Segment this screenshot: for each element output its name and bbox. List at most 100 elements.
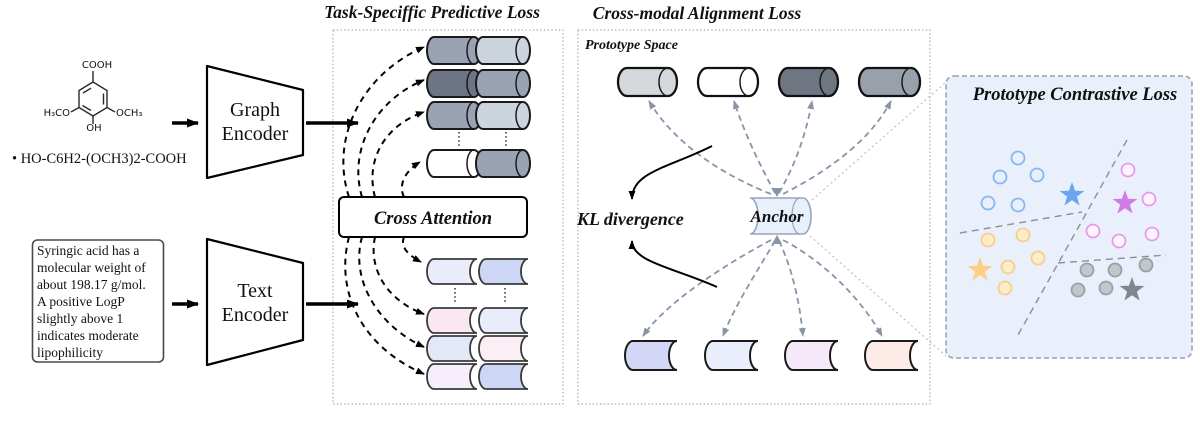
arrowhead-into-anchor-top xyxy=(772,188,782,197)
text-encoder: Text Encoder xyxy=(205,237,305,367)
callout-line-top xyxy=(811,81,947,201)
cylinder xyxy=(624,340,678,371)
orange-sample-circle xyxy=(1015,227,1031,243)
mol-label-och3: OCH₃ xyxy=(116,108,142,119)
graph-encoder: Graph Encoder xyxy=(205,64,305,180)
arrowhead-into-anchor-bottom xyxy=(772,235,782,244)
orange-sample-circle xyxy=(1030,250,1046,266)
cylinder xyxy=(426,149,482,178)
cylinder xyxy=(784,340,839,371)
graph-embedding-rows xyxy=(426,36,531,178)
text-encoder-label-line1: Text xyxy=(237,280,273,302)
pink-sample-circle xyxy=(1144,226,1160,242)
pink-prototype-star xyxy=(1112,190,1138,214)
cluster-divider-diagonal xyxy=(1017,139,1128,336)
prototype-space-label: Prototype Space xyxy=(585,38,678,53)
task-loss-title: Task-Speciffic Predictive Loss xyxy=(324,2,540,22)
cross-attention-label: Cross Attention xyxy=(374,209,492,229)
gray-sample-circle xyxy=(1098,280,1114,296)
cylinder xyxy=(426,335,478,362)
bond-och3-left xyxy=(70,106,80,113)
double-bond-1 xyxy=(82,87,92,94)
attention-fan-arrows xyxy=(342,46,425,375)
mol-label-h3co: H₃CO xyxy=(44,108,71,119)
cylinder xyxy=(478,258,529,285)
cylinder xyxy=(426,101,482,130)
callout-line-bottom xyxy=(809,235,947,357)
description-line: molecular weight of xyxy=(37,260,146,275)
blue-prototype-star xyxy=(1059,182,1085,206)
graph-encoder-label-line1: Graph xyxy=(230,99,280,121)
gray-prototype-star xyxy=(1119,277,1145,301)
molecule-structure: COOH H₃CO OCH₃ OH xyxy=(44,60,143,134)
cylinder xyxy=(426,307,478,334)
cylinder xyxy=(777,66,840,98)
cylinder xyxy=(478,363,529,390)
cylinder xyxy=(704,340,759,371)
blue-sample-circle xyxy=(980,195,996,211)
cylinder xyxy=(475,101,531,130)
text-description-box: Syringic acid has a molecular weight of … xyxy=(31,239,165,363)
embedding-cylinders-bottom xyxy=(624,340,919,371)
cylinder xyxy=(696,66,760,98)
gray-sample-circle xyxy=(1138,257,1154,273)
text-embedding-rows xyxy=(426,258,529,390)
anchor-to-embedding-arrows xyxy=(642,235,883,337)
double-bond-3 xyxy=(82,104,92,112)
description-line: slightly above 1 xyxy=(37,311,123,326)
mol-label-cooh: COOH xyxy=(82,60,112,71)
gray-sample-circle xyxy=(1079,262,1095,278)
anchor-cylinder xyxy=(749,197,812,235)
description-frame xyxy=(31,239,165,363)
blue-sample-circle xyxy=(1010,150,1026,166)
pink-sample-circle xyxy=(1141,191,1157,207)
cylinder xyxy=(864,340,919,371)
contrastive-title: Prototype Contrastive Loss xyxy=(972,85,1178,105)
kl-arrow-bottom xyxy=(628,240,718,288)
orange-sample-circle xyxy=(980,232,996,248)
cylinder xyxy=(426,258,478,285)
text-encoder-shape xyxy=(205,237,305,367)
cylinder xyxy=(426,36,482,65)
graph-encoder-label-line2: Encoder xyxy=(222,123,289,145)
blue-sample-circle xyxy=(992,169,1008,185)
kl-divergence-label: KL divergence xyxy=(576,209,684,229)
cylinder xyxy=(616,66,679,98)
prototype-cylinders-top xyxy=(616,66,922,98)
cylinder xyxy=(426,363,478,390)
blue-sample-circle xyxy=(1010,197,1026,213)
cylinder xyxy=(475,36,531,65)
description-line: Syringic acid has a xyxy=(37,243,139,258)
alignment-loss-title: Cross-modal Alignment Loss xyxy=(593,3,802,23)
description-line: about 198.17 g/mol. xyxy=(37,277,146,292)
cylinder xyxy=(857,66,922,98)
gray-sample-circle xyxy=(1107,262,1123,278)
cluster-divider-left xyxy=(959,211,1083,234)
task-loss-frame xyxy=(332,29,564,405)
pink-sample-circle xyxy=(1111,233,1127,249)
anchor-label: Anchor xyxy=(750,207,804,226)
contrastive-panel: Prototype Contrastive Loss xyxy=(945,75,1193,359)
molecule-formula: • HO-C6H2-(OCH3)2-COOH xyxy=(12,151,187,167)
blue-sample-circle xyxy=(1029,167,1045,183)
cross-attention: Cross Attention xyxy=(338,196,528,238)
kl-arrow-top xyxy=(628,145,713,200)
scatter-layer xyxy=(967,150,1160,301)
bond-och3-right xyxy=(106,106,116,113)
cylinder xyxy=(478,335,529,362)
description-line: lipophilicity xyxy=(37,345,103,360)
cylinder xyxy=(426,69,482,98)
anchor: Anchor xyxy=(749,197,812,235)
cross-attention-box xyxy=(338,196,528,238)
description-line: indicates moderate xyxy=(37,328,139,343)
pink-sample-circle xyxy=(1085,223,1101,239)
text-encoder-label-line2: Encoder xyxy=(222,304,289,326)
pink-sample-circle xyxy=(1120,162,1136,178)
mol-label-oh: OH xyxy=(86,123,101,134)
anchor-to-prototype-arrows xyxy=(648,100,892,197)
description-line: A positive LogP xyxy=(37,294,125,309)
cylinder xyxy=(475,69,531,98)
orange-sample-circle xyxy=(997,280,1013,296)
